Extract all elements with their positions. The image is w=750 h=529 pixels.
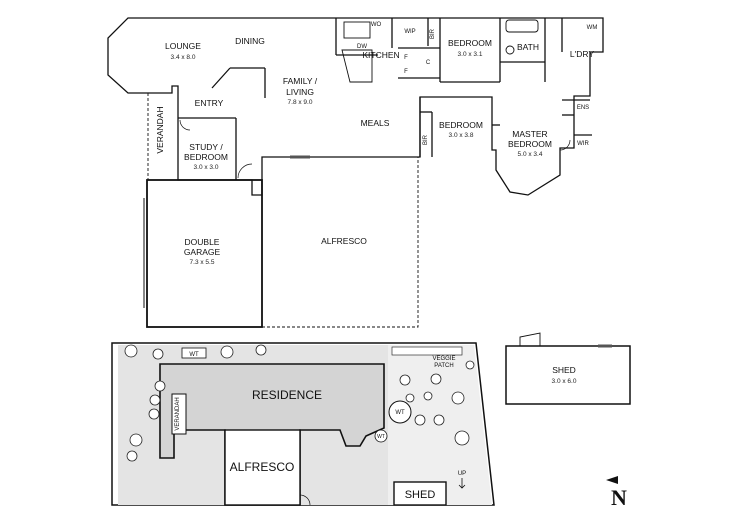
room-lounge-dim: 3.4 x 8.0: [171, 54, 196, 61]
site-label-residence: RESIDENCE: [252, 388, 322, 402]
label-wip: WIP: [404, 29, 415, 35]
room-master-dim: 5.0 x 3.4: [518, 151, 543, 158]
shed-building: [505, 332, 631, 405]
room-alfresco: ALFRESCO: [321, 236, 367, 246]
site-label-alfresco: ALFRESCO: [230, 460, 295, 474]
house-outline: [107, 17, 604, 196]
room-master-line2: BEDROOM: [508, 139, 552, 149]
site-label-wt1: WT: [189, 352, 199, 358]
room-shed-dim: 3.0 x 6.0: [552, 378, 577, 385]
room-bedroom-2: BEDROOM: [439, 120, 483, 130]
site-label-wt2: WT: [395, 410, 405, 416]
room-garage-line1: DOUBLE: [185, 237, 220, 247]
site-label-shed: SHED: [405, 489, 436, 501]
label-f1: F: [404, 55, 408, 61]
label-bir1: BIR: [430, 28, 436, 39]
room-bedroom-1-dim: 3.0 x 3.1: [458, 51, 483, 58]
alfresco-outline: [262, 157, 419, 328]
site-label-up: UP: [458, 471, 466, 477]
room-bedroom-1: BEDROOM: [448, 38, 492, 48]
site-label-verandah: VERANDAH: [175, 397, 181, 430]
label-wm: WM: [587, 25, 598, 31]
label-wo: WO: [371, 22, 382, 28]
garage-outline: [146, 179, 263, 328]
label-ens: ENS: [577, 105, 589, 111]
room-laundry: L'DRY: [570, 49, 594, 59]
room-verandah: VERANDAH: [155, 106, 165, 153]
room-study-line2: BEDROOM: [184, 152, 228, 162]
floorplan: [107, 17, 604, 328]
room-study-line1: STUDY /: [189, 142, 223, 152]
room-meals: MEALS: [361, 118, 390, 128]
label-wir: WIR: [577, 141, 589, 147]
label-bir2: BIR: [423, 134, 429, 145]
label-c: C: [426, 60, 431, 66]
room-garage-dim: 7.3 x 5.5: [190, 259, 215, 266]
label-f2: F: [404, 69, 408, 75]
site-alfresco-area: [224, 429, 301, 506]
site-verandah: [171, 393, 187, 435]
site-shed: [393, 481, 447, 506]
room-shed: SHED: [552, 365, 576, 375]
room-family-line2: LIVING: [286, 87, 314, 97]
room-bedroom-2-dim: 3.0 x 3.8: [449, 132, 474, 139]
site-label-veggie-1: VEGGIE: [432, 356, 455, 362]
room-kitchen: KITCHEN: [362, 50, 399, 60]
room-bath: BATH: [517, 42, 539, 52]
north-label: N: [611, 485, 627, 510]
north-arrow-icon: N: [606, 476, 627, 510]
room-family-dim: 7.8 x 9.0: [288, 99, 313, 106]
room-family-line1: FAMILY /: [283, 76, 318, 86]
room-study-dim: 3.0 x 3.0: [194, 164, 219, 171]
site-label-wt3: WT: [377, 434, 385, 440]
room-dining: DINING: [235, 36, 265, 46]
siteplan: [111, 342, 495, 506]
site-label-veggie-2: PATCH: [434, 363, 453, 369]
label-dw: DW: [357, 44, 367, 50]
room-master-line1: MASTER: [512, 129, 547, 139]
room-garage-line2: GARAGE: [184, 247, 221, 257]
room-entry: ENTRY: [195, 98, 224, 108]
room-lounge: LOUNGE: [165, 41, 201, 51]
